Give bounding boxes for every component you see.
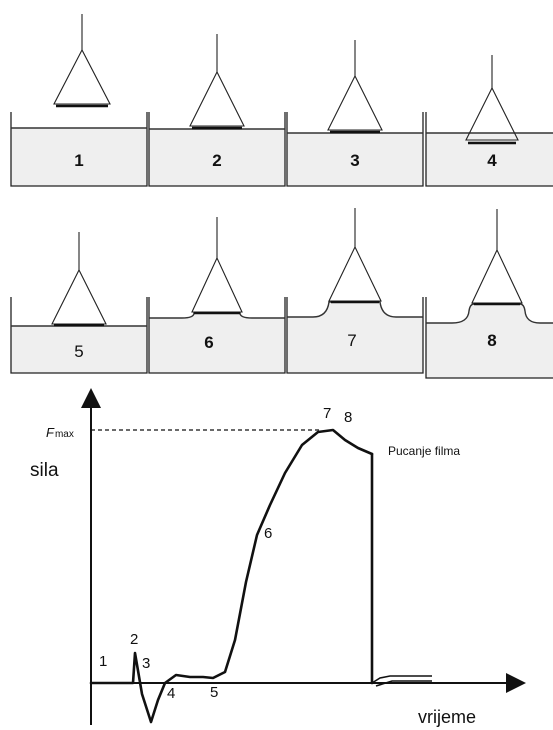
panel-2: 2 [148,34,286,187]
panel-number: 5 [74,342,83,361]
panel-number: 6 [204,333,213,352]
panel-number: 1 [74,151,83,170]
ring-3 [327,40,383,134]
fmax-label: Fmax [46,425,74,440]
panel-4: 4 [425,55,553,187]
ring-8 [471,209,523,306]
force-time-graph: Fmax sila vrijeme Pucanje filma 1 2 3 4 … [30,388,526,727]
x-axis-label: vrijeme [418,707,476,727]
ring-5 [51,232,107,327]
curve-point-label: 3 [142,655,150,672]
panel-number: 2 [212,151,221,170]
panel-number: 4 [487,151,497,170]
curve-point-label: 5 [210,684,218,701]
panel-7: 7 [286,208,424,374]
ring-1 [53,14,111,108]
post-rupture-trace [371,675,432,687]
curve-point-label: 4 [167,685,175,702]
ring-2 [189,34,245,130]
y-axis-label: sila [30,460,59,481]
panel-5: 5 [10,232,148,374]
force-curve [89,428,374,724]
curve-point-label: 7 [323,405,331,422]
rupture-label: Pucanje filma [388,444,460,458]
panel-number: 3 [350,151,359,170]
ring-7 [328,208,382,304]
panel-6: 6 [148,217,286,374]
panel-8: 8 [425,209,553,379]
panel-3: 3 [286,40,424,187]
panel-number: 8 [487,331,496,350]
ring-4 [465,55,519,145]
panel-1: 1 [10,14,148,187]
ring-6 [191,217,243,315]
curve-point-label: 1 [99,653,107,670]
panel-number: 7 [347,331,356,350]
curve-point-label: 2 [130,631,138,648]
curve-point-label: 8 [344,409,352,426]
curve-point-label: 6 [264,525,272,542]
